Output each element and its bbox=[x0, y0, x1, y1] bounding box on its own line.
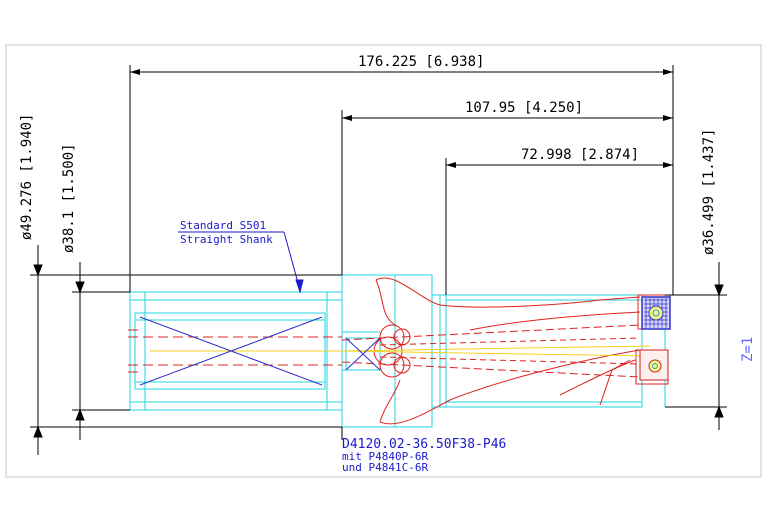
dimension-lines bbox=[30, 65, 727, 455]
note-line2: Straight Shank bbox=[180, 233, 273, 246]
drawing-frame bbox=[5, 44, 762, 478]
z-label: Z=1 bbox=[740, 337, 756, 362]
centerline bbox=[150, 345, 651, 357]
dim-drill-text: ø36.499 [1.437] bbox=[701, 129, 717, 255]
note-line1: Standard S501 bbox=[180, 219, 266, 232]
dim-overall-text: 176.225 [6.938] bbox=[358, 54, 484, 70]
insert-outer bbox=[641, 296, 671, 330]
part-insert-2: und P4841C-6R bbox=[342, 461, 428, 474]
part-number: D4120.02-36.50F38-P46 bbox=[342, 437, 506, 452]
note-leader bbox=[178, 231, 304, 294]
dim-shank-text: ø38.1 [1.500] bbox=[61, 143, 77, 253]
dim-shank-tip-text: 107.95 [4.250] bbox=[465, 100, 583, 116]
dim-flute-text: 72.998 [2.874] bbox=[521, 147, 639, 163]
insert-center bbox=[639, 349, 669, 381]
dim-flange-text: ø49.276 [1.940] bbox=[19, 114, 35, 240]
shank-cross bbox=[139, 316, 381, 386]
part-insert-1: mit P4840P-6R bbox=[342, 450, 428, 463]
